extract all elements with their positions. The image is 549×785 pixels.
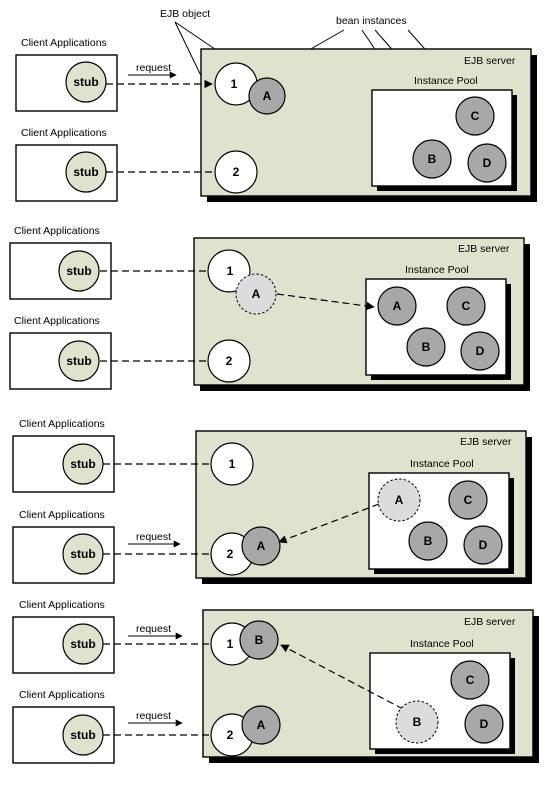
- ejb-object-1-label: 1: [227, 264, 234, 278]
- bean-c: [455, 96, 495, 136]
- return-to-pool-arrow: [276, 293, 375, 311]
- bean-a-label: A: [263, 89, 272, 103]
- ejb-object-1: [210, 442, 254, 486]
- client-applications-label: Client Applications: [14, 315, 100, 327]
- bean-a: [241, 705, 281, 745]
- stub-label: stub: [70, 728, 95, 742]
- bean-a-released-label: A: [252, 287, 261, 301]
- bean-b-label: B: [424, 534, 433, 548]
- bean-d-label: D: [479, 538, 488, 552]
- bean-c-label: C: [471, 109, 480, 123]
- bean-c-label: C: [466, 673, 475, 687]
- bean-instances-caption: bean instances: [336, 15, 407, 27]
- bean-d-label: D: [480, 717, 489, 731]
- bean-d: [467, 143, 507, 183]
- ejb-object-2-label: 2: [233, 165, 240, 179]
- ejb-server-label: EJB server: [464, 616, 516, 628]
- ejb-object-2-label: 2: [227, 728, 234, 742]
- bean-b: [239, 620, 279, 660]
- bean-c: [450, 660, 490, 700]
- ejb-object-2-label: 2: [226, 354, 233, 368]
- panel-4: EJB server Instance Pool Client Applicat…: [12, 599, 539, 764]
- stub-label: stub: [70, 637, 95, 651]
- instance-pool-label: Instance Pool: [410, 638, 474, 650]
- ejb-server-label: EJB server: [458, 243, 510, 255]
- bean-a-label: A: [393, 299, 402, 313]
- bean-d: [460, 331, 500, 371]
- take-from-pool-arrow: [280, 644, 404, 710]
- bean-c-label: C: [462, 299, 471, 313]
- request-label: request: [136, 623, 171, 635]
- ejb-object-1: [207, 249, 251, 293]
- ejb-object-caption: EJB object: [160, 8, 210, 20]
- request-label: request: [136, 531, 171, 543]
- bean-d: [463, 525, 503, 565]
- bean-c: [446, 286, 486, 326]
- bean-b-vacated: [395, 700, 439, 744]
- ejb-object-2: [207, 339, 251, 383]
- panel-1: EJB object bean instances EJB server Ins…: [15, 8, 537, 202]
- ejb-object-1-label: 1: [227, 637, 234, 651]
- bean-c-label: C: [464, 493, 473, 507]
- instance-pool-label: Instance Pool: [414, 75, 478, 87]
- stub-label: stub: [73, 75, 98, 89]
- stub-icon: [58, 340, 100, 382]
- stub-label: stub: [73, 165, 98, 179]
- bean-a-vacated: [377, 478, 421, 522]
- client-applications-label: Client Applications: [19, 509, 105, 521]
- instance-pool-label: Instance Pool: [410, 458, 474, 470]
- stub-label: stub: [70, 547, 95, 561]
- panel-3: EJB server Instance Pool Client Applicat…: [12, 418, 532, 584]
- bean-b: [408, 521, 448, 561]
- request-label: request: [136, 710, 171, 722]
- bean-a: [377, 286, 417, 326]
- ejb-object-2: [214, 150, 258, 194]
- client-applications-label: Client Applications: [21, 37, 107, 49]
- ejb-object-1-label: 1: [229, 457, 236, 471]
- panel-2: EJB server Instance Pool Client Applicat…: [9, 225, 530, 391]
- bean-d: [464, 704, 504, 744]
- bean-a-vacated-label: A: [395, 493, 404, 507]
- instance-pool-label: Instance Pool: [405, 264, 469, 276]
- stub-icon: [65, 61, 107, 103]
- bean-d-label: D: [483, 156, 492, 170]
- stub-label: stub: [66, 354, 91, 368]
- bean-d-label: D: [476, 344, 485, 358]
- bean-b: [412, 139, 452, 179]
- ejb-server-label: EJB server: [460, 436, 512, 448]
- stub-icon: [58, 250, 100, 292]
- bean-b-label: B: [428, 152, 437, 166]
- client-applications-label: Client Applications: [21, 127, 107, 139]
- bean-b-label: B: [422, 340, 431, 354]
- client-applications-label: Client Applications: [19, 689, 105, 701]
- bean-a: [248, 77, 286, 115]
- client-applications-label: Client Applications: [19, 599, 105, 611]
- bean-a-released: [235, 273, 277, 315]
- stub-label: stub: [70, 457, 95, 471]
- bean-a-label: A: [257, 718, 266, 732]
- stub-label: stub: [66, 264, 91, 278]
- client-applications-label: Client Applications: [19, 418, 105, 430]
- request-label: request: [136, 62, 171, 74]
- ejb-object-1-label: 1: [231, 77, 238, 91]
- bean-c: [448, 480, 488, 520]
- bean-a-label: A: [257, 539, 266, 553]
- take-from-pool-arrow: [278, 503, 380, 544]
- bean-b: [406, 327, 446, 367]
- client-applications-label: Client Applications: [14, 225, 100, 237]
- bean-a: [241, 526, 281, 566]
- ejb-object-2-label: 2: [227, 547, 234, 561]
- bean-b-label: B: [255, 633, 264, 647]
- ejb-server-label: EJB server: [464, 55, 516, 67]
- bean-b-vacated-label: B: [413, 715, 422, 729]
